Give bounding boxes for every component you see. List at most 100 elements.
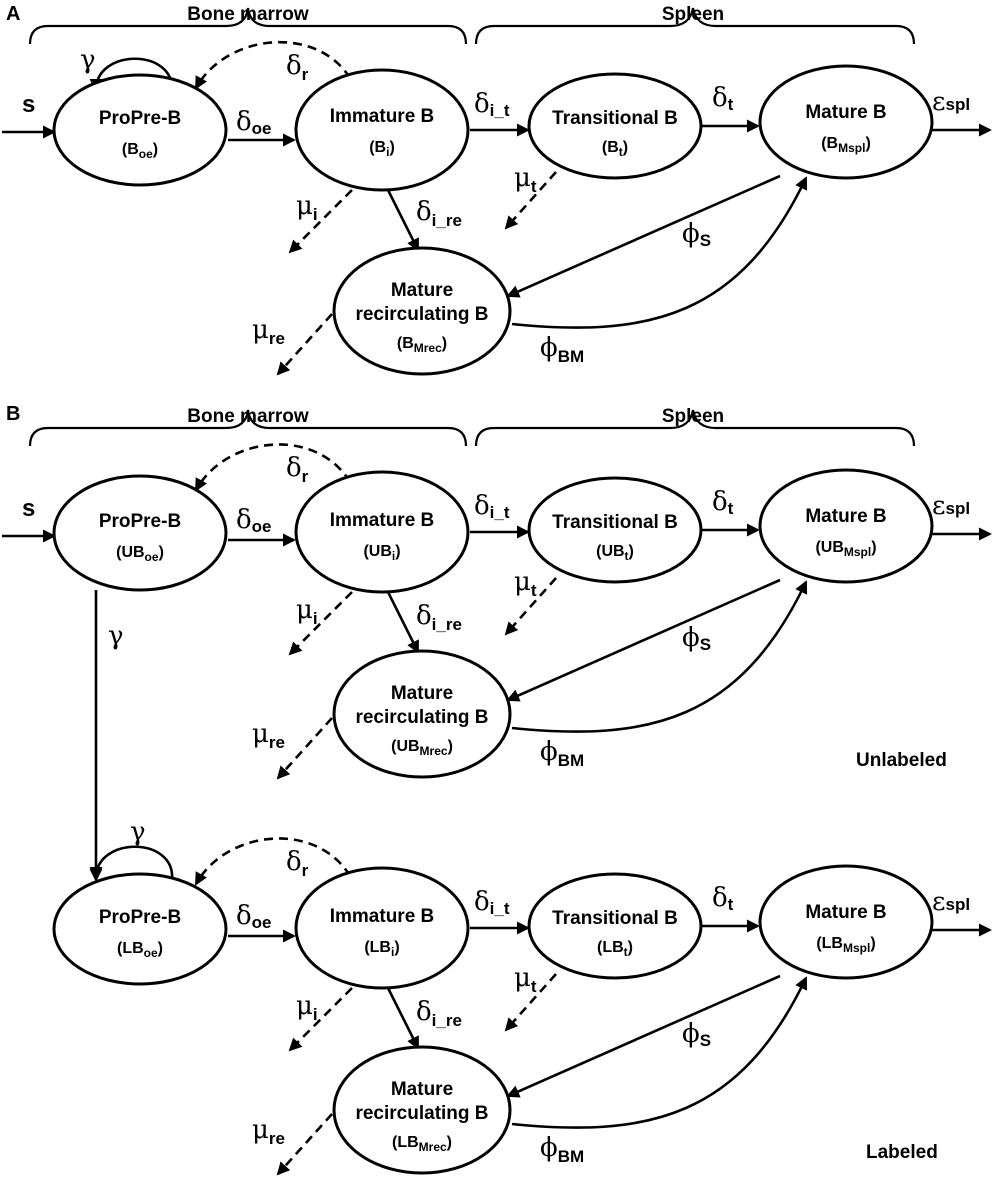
u-recirculating-death-arrow bbox=[276, 717, 333, 780]
u-transitional-b-symbol: (UBt) bbox=[596, 543, 634, 563]
l-transitional-b-node: Transitional B (LBt) bbox=[527, 872, 703, 980]
self-renewal-rate: γ bbox=[80, 45, 96, 75]
bone-marrow-label: Bone marrow bbox=[187, 4, 309, 25]
l-delta-i-t-label: δi_t bbox=[474, 887, 510, 918]
u-immature-to-recirculating-arrow bbox=[386, 591, 420, 654]
l-recirculating-to-mature-arrow bbox=[511, 976, 808, 1129]
l-phi-s-label: ϕS bbox=[682, 1019, 711, 1050]
spleen-brace-b bbox=[474, 409, 916, 447]
mu-re-label: μre bbox=[252, 315, 285, 348]
spleen-label-b: Spleen bbox=[662, 406, 724, 427]
transitional-b-symbol: (Bt) bbox=[602, 139, 628, 159]
l-delta-oe-label: δoe bbox=[236, 901, 272, 932]
u-recirculating-to-mature-arrow bbox=[511, 580, 808, 733]
u-mature-b-name: Mature B bbox=[805, 506, 886, 527]
l-transitional-b-symbol: (LBt) bbox=[597, 939, 633, 959]
u-delta-t-label: δt bbox=[712, 487, 734, 518]
transitional-death-arrow bbox=[504, 171, 557, 230]
l-mu-i-label: μi bbox=[296, 991, 318, 1024]
u-mu-i-label: μi bbox=[296, 595, 318, 628]
u-delta-i-t-label: δi_t bbox=[474, 491, 510, 522]
l-mature-b-symbol: (LBMspl) bbox=[816, 935, 875, 955]
u-phi-s-label: ϕS bbox=[682, 623, 711, 654]
l-delta-t-label: δt bbox=[712, 883, 734, 914]
mature-to-recirculating-arrow bbox=[506, 174, 781, 298]
l-propre-b-symbol: (LBoe) bbox=[117, 940, 163, 960]
l-recirculating-death-arrow bbox=[276, 1113, 333, 1176]
l-mature-b-node: Mature B (LBMspl) bbox=[758, 864, 934, 980]
bone-marrow-label-b: Bone marrow bbox=[187, 406, 309, 427]
recirculating-b-symbol: (BMrec) bbox=[397, 335, 447, 355]
reverse-immature-to-propre-arrow bbox=[194, 40, 352, 90]
l-mu-re-label: μre bbox=[252, 1115, 285, 1148]
u-transitional-b-name: Transitional B bbox=[552, 512, 678, 533]
l-phi-bm-label: ϕBM bbox=[540, 1133, 584, 1166]
u-immature-b-symbol: (UBi) bbox=[363, 543, 400, 563]
u-recirculating-b-line1: Mature bbox=[391, 683, 453, 704]
panel-a-letter: A bbox=[6, 3, 20, 25]
gamma-transfer-label: γ bbox=[108, 621, 124, 651]
mature-b-symbol: (BMspl) bbox=[821, 135, 871, 155]
l-immature-b-node: Immature B (LBi) bbox=[294, 866, 470, 990]
l-immature-b-symbol: (LBi) bbox=[364, 939, 399, 959]
propre-b-symbol: (Boe) bbox=[122, 141, 158, 161]
u-mature-to-recirculating-arrow bbox=[506, 578, 781, 702]
u-delta-oe-label: δoe bbox=[236, 505, 272, 536]
labeled-label: Labeled bbox=[866, 1142, 938, 1163]
delta-oe-label: δoe bbox=[236, 107, 272, 138]
l-mature-to-recirculating-arrow bbox=[506, 974, 781, 1098]
u-mature-b-node: Mature B (UBMspl) bbox=[758, 468, 934, 584]
l-mature-b-name: Mature B bbox=[805, 902, 886, 923]
spleen-brace bbox=[474, 7, 916, 45]
propre-b-name: ProPre-B bbox=[99, 108, 181, 129]
l-self-renewal-loop bbox=[89, 845, 174, 881]
l-transitional-b-name: Transitional B bbox=[552, 908, 678, 929]
transitional-b-name: Transitional B bbox=[552, 108, 678, 129]
l-immature-b-name: Immature B bbox=[330, 906, 435, 927]
immature-b-node: Immature B (Bi) bbox=[294, 68, 470, 192]
delta-r-label: δr bbox=[286, 51, 309, 84]
recirculating-to-mature-arrow bbox=[511, 176, 808, 329]
mu-t-label: μt bbox=[514, 163, 537, 196]
l-self-renewal-rate: γ bbox=[130, 817, 146, 847]
u-transitional-death-arrow bbox=[504, 577, 557, 636]
l-transitional-death-arrow bbox=[504, 973, 557, 1032]
input-rate-label: s bbox=[22, 91, 35, 118]
u-propre-b-symbol: (UBoe) bbox=[116, 544, 164, 564]
u-recirculating-b-node: Mature recirculating B (UBMrec) bbox=[332, 649, 512, 779]
mature-b-node: Mature B (BMspl) bbox=[758, 64, 934, 180]
u-epsilon-spl-label: εspl bbox=[932, 491, 970, 521]
panel-a: A Bone marrow Spleen s γ δoe δr δi_t δt … bbox=[2, 3, 992, 376]
l-epsilon-spl-label: εspl bbox=[932, 887, 970, 917]
phi-bm-label: ϕBM bbox=[540, 333, 584, 366]
u-phi-bm-label: ϕBM bbox=[540, 737, 584, 770]
u-delta-r-label: δr bbox=[286, 453, 309, 486]
delta-i-t-label: δi_t bbox=[474, 89, 510, 120]
panel-b: B Bone marrow Spleen Unlabeled Labeled γ… bbox=[2, 403, 992, 1176]
recirculating-b-line1: Mature bbox=[391, 280, 453, 301]
u-mu-t-label: μt bbox=[514, 567, 537, 600]
l-recirculating-b-node: Mature recirculating B (LBMrec) bbox=[332, 1045, 512, 1175]
u-immature-b-name: Immature B bbox=[330, 510, 435, 531]
u-propre-b-name: ProPre-B bbox=[99, 511, 181, 532]
mu-i-label: μi bbox=[296, 191, 318, 224]
u-reverse-immature-to-propre-arrow bbox=[194, 443, 352, 492]
l-reverse-immature-to-propre-arrow bbox=[194, 837, 352, 886]
recirculating-death-arrow bbox=[276, 313, 333, 376]
l-propre-b-node: ProPre-B (LBoe) bbox=[52, 872, 228, 986]
l-propre-b-name: ProPre-B bbox=[99, 907, 181, 928]
immature-b-name: Immature B bbox=[330, 106, 435, 127]
l-delta-r-label: δr bbox=[286, 847, 309, 880]
immature-b-symbol: (Bi) bbox=[369, 139, 395, 159]
bone-marrow-brace bbox=[28, 7, 468, 45]
spleen-label: Spleen bbox=[662, 4, 724, 25]
phi-s-label: ϕS bbox=[682, 219, 711, 250]
l-immature-to-recirculating-arrow bbox=[386, 987, 420, 1050]
delta-i-re-label: δi_re bbox=[416, 197, 462, 230]
panel-b-letter: B bbox=[6, 403, 20, 425]
l-delta-i-re-label: δi_re bbox=[416, 997, 462, 1030]
l-recirculating-b-line2: recirculating B bbox=[355, 1103, 488, 1124]
l-recirculating-b-symbol: (LBMrec) bbox=[392, 1134, 452, 1154]
u-input-rate-label: s bbox=[22, 495, 35, 522]
delta-t-label: δt bbox=[712, 83, 734, 114]
